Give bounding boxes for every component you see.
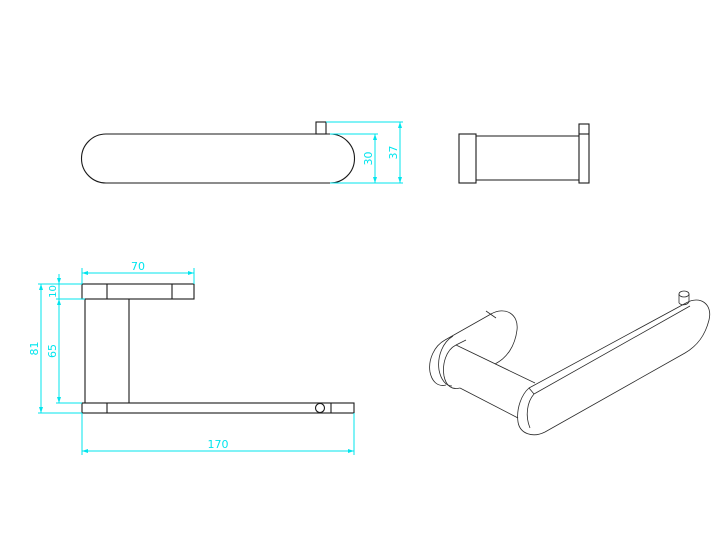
arm-bar <box>81 402 355 414</box>
side-view <box>458 123 590 184</box>
bar-outline <box>81 133 355 184</box>
dim-label-65: 65 <box>46 344 59 358</box>
dim-label-70: 70 <box>131 260 145 273</box>
dim-label-10: 10 <box>48 285 59 298</box>
isometric-view <box>429 290 711 436</box>
top-view: 70 10 65 81 170 <box>28 260 355 455</box>
wall-plate <box>458 133 477 184</box>
pin-circle <box>314 402 326 414</box>
dim-label-81: 81 <box>28 342 41 356</box>
front-view: 30 37 <box>81 121 403 184</box>
dim-label-170: 170 <box>208 438 229 451</box>
dim-label-30: 30 <box>362 152 375 166</box>
top-plate <box>81 283 195 300</box>
end-cap <box>578 123 590 184</box>
dim-label-37: 37 <box>387 146 400 160</box>
pin <box>315 121 327 135</box>
